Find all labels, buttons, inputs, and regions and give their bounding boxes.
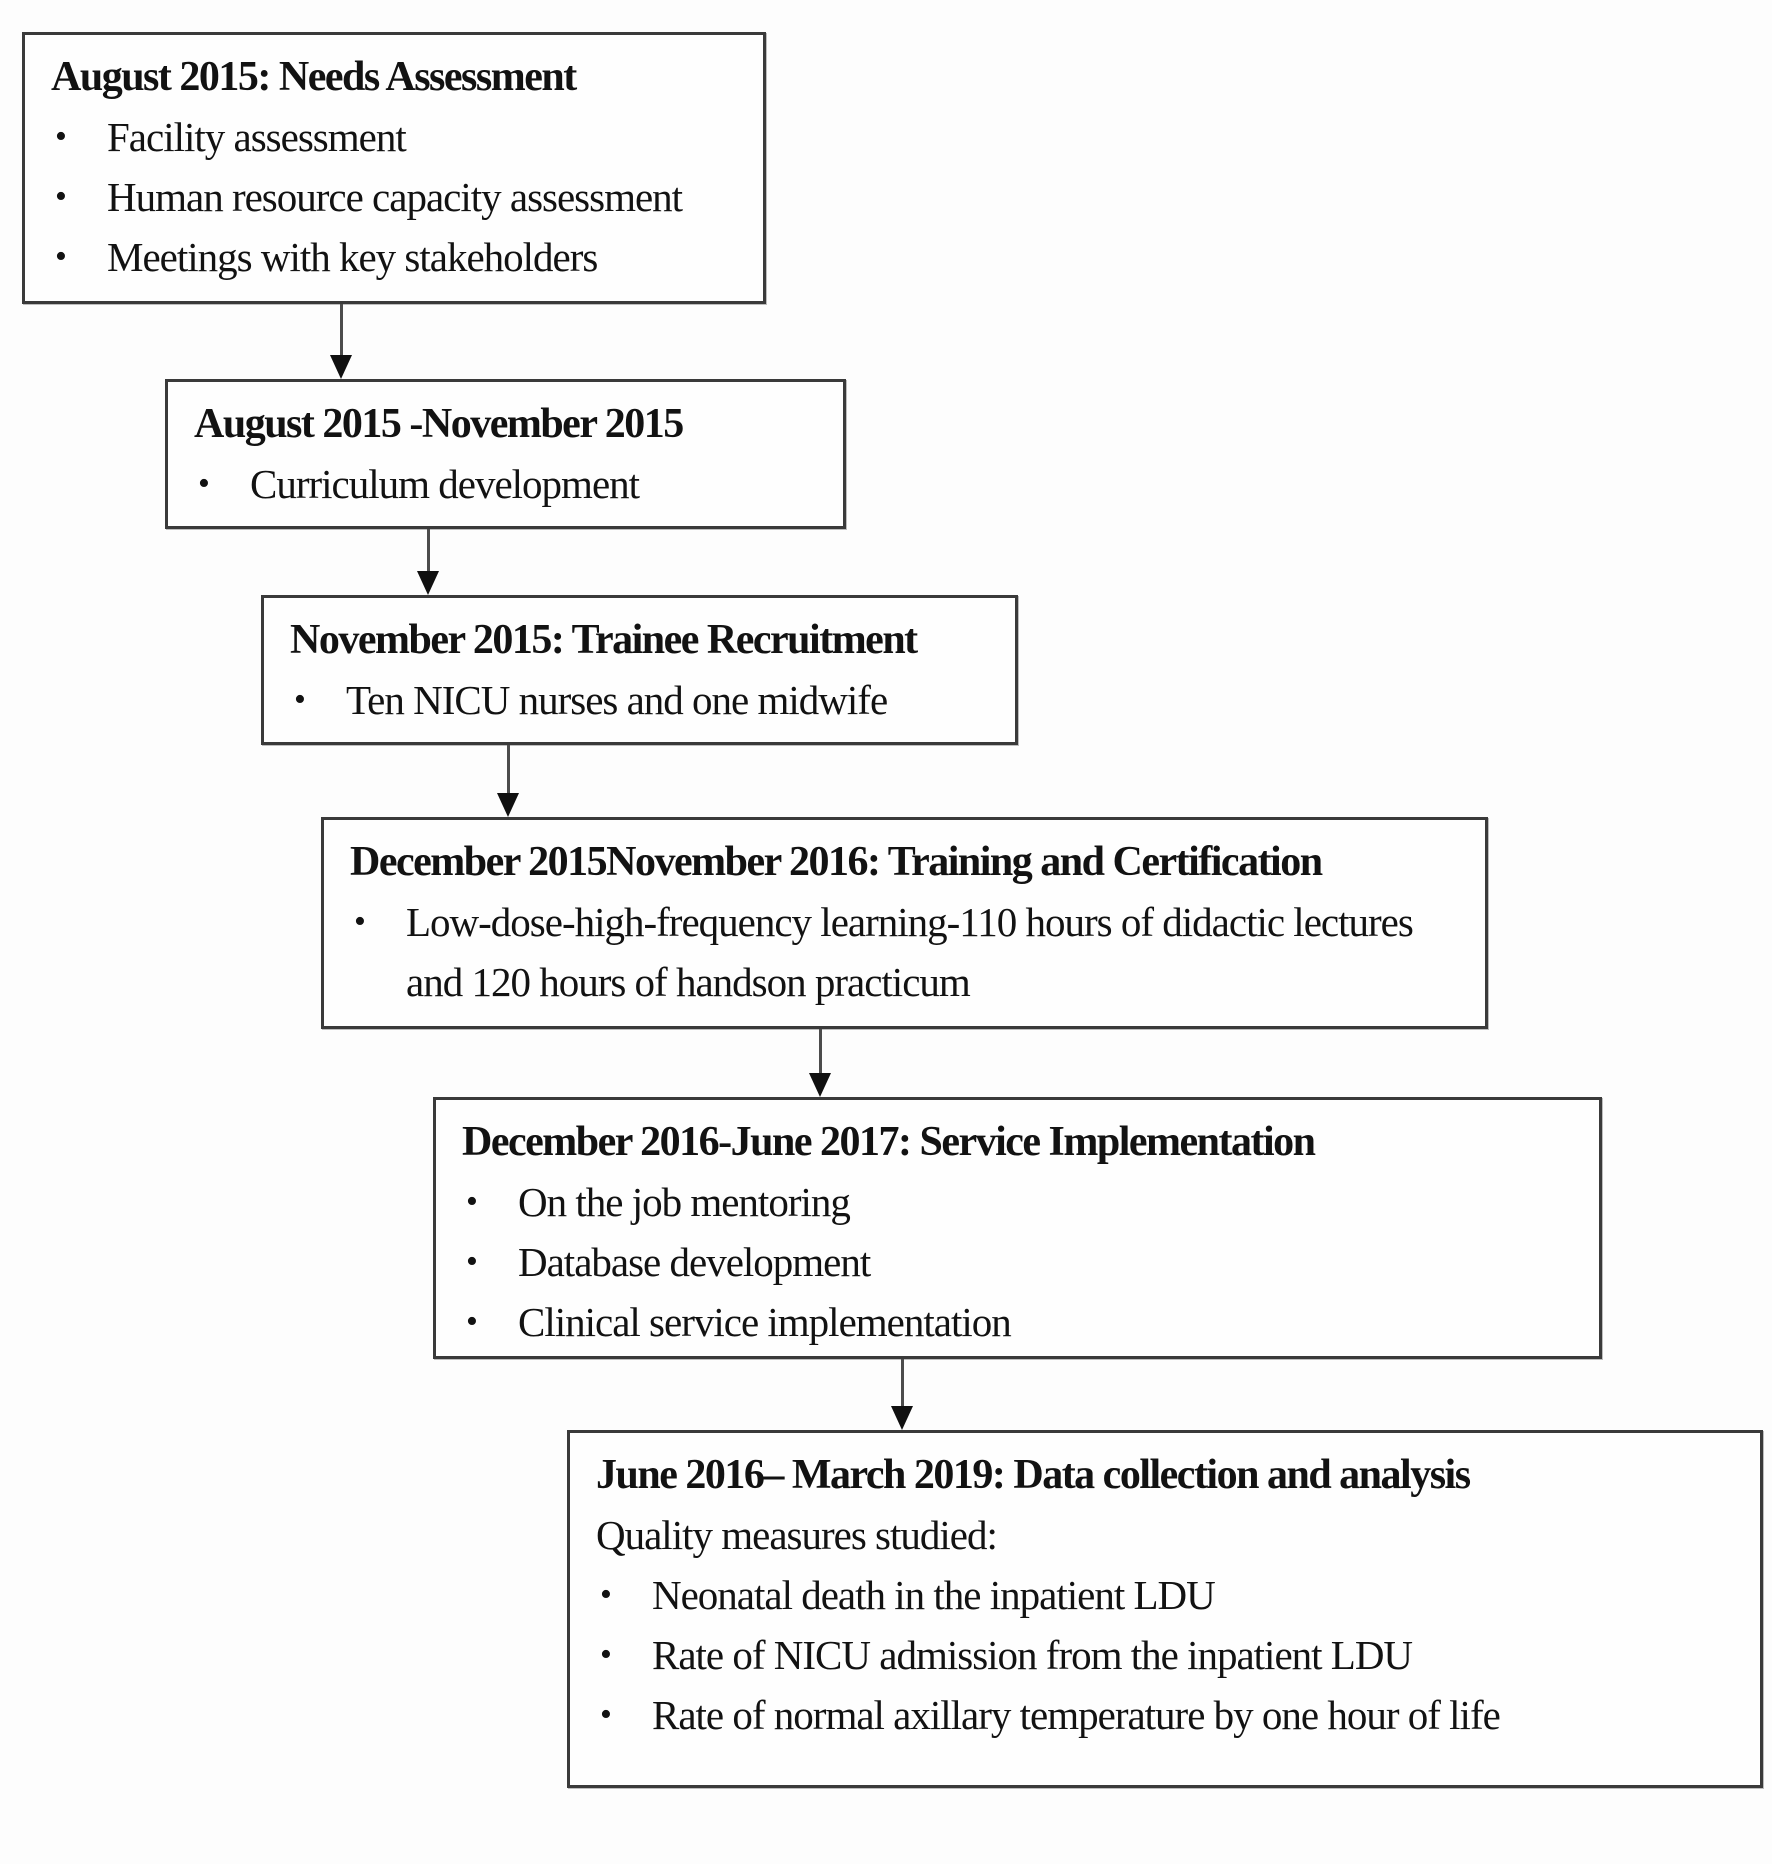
box-service-implementation: December 2016-June 2017: Service Impleme… — [433, 1097, 1602, 1359]
down-arrow-icon — [497, 793, 519, 817]
bullet-item: • Rate of normal axillary temperature by… — [596, 1685, 1734, 1745]
box-title: December 2015November 2016: Training and… — [350, 839, 1323, 885]
bullet-item: • On the job mentoring — [462, 1172, 1573, 1232]
box-title: August 2015: Needs Assessment — [51, 54, 577, 100]
bullet-text: Curriculum development — [250, 461, 640, 507]
bullet-text: Ten NICU nurses and one midwife — [346, 677, 888, 723]
box-training-certification: December 2015November 2016: Training and… — [321, 817, 1488, 1029]
bullet-icon: • — [600, 1636, 612, 1673]
box-title: December 2016-June 2017: Service Impleme… — [462, 1119, 1316, 1165]
bullet-text: Meetings with key stakeholders — [107, 234, 598, 280]
bullet-item: • Ten NICU nurses and one midwife — [290, 670, 989, 730]
arrow-line — [900, 1359, 904, 1406]
bullet-icon: • — [600, 1576, 612, 1613]
bullet-icon: • — [600, 1696, 612, 1733]
bullet-text: Database development — [518, 1239, 871, 1285]
box-curriculum-development: August 2015 -November 2015 • Curriculum … — [165, 379, 846, 529]
bullet-icon: • — [354, 903, 366, 940]
bullet-item: • Clinical service implementation — [462, 1292, 1573, 1352]
bullet-text: On the job mentoring — [518, 1179, 851, 1225]
box-needs-assessment: August 2015: Needs Assessment • Facility… — [22, 32, 766, 304]
bullet-text: Rate of normal axillary temperature by o… — [652, 1692, 1501, 1738]
arrow-line — [339, 304, 343, 355]
bullet-item: • Curriculum development — [194, 454, 817, 514]
bullet-text: Rate of NICU admission from the inpatien… — [652, 1632, 1413, 1678]
box-title: June 2016– March 2019: Data collection a… — [596, 1452, 1471, 1498]
box-title: November 2015: Trainee Recruitment — [290, 617, 918, 663]
bullet-icon: • — [294, 681, 306, 718]
down-arrow-icon — [330, 355, 352, 379]
bullet-icon: • — [55, 118, 67, 155]
arrow-line — [506, 745, 510, 793]
bullet-icon: • — [466, 1243, 478, 1280]
bullet-item: • Meetings with key stakeholders — [51, 227, 737, 287]
bullet-item: • Human resource capacity assessment — [51, 167, 737, 227]
bullet-text: Low-dose-high-frequency learning-110 hou… — [406, 899, 1414, 1005]
arrow-connector — [497, 745, 519, 817]
bullet-text: Neonatal death in the inpatient LDU — [652, 1572, 1216, 1618]
arrow-line — [818, 1029, 822, 1073]
arrow-connector — [891, 1359, 913, 1430]
bullet-icon: • — [198, 465, 210, 502]
box-trainee-recruitment: November 2015: Trainee Recruitment • Ten… — [261, 595, 1018, 745]
bullet-item: • Database development — [462, 1232, 1573, 1292]
arrow-connector — [809, 1029, 831, 1097]
bullet-item: • Low-dose-high-frequency learning-110 h… — [350, 892, 1459, 1012]
bullet-text: Human resource capacity assessment — [107, 174, 683, 220]
bullet-icon: • — [55, 238, 67, 275]
arrow-line — [426, 529, 430, 571]
arrow-connector — [417, 529, 439, 595]
bullet-icon: • — [55, 178, 67, 215]
bullet-text: Facility assessment — [107, 114, 407, 160]
bullet-text: Clinical service implementation — [518, 1299, 1012, 1345]
box-title: August 2015 -November 2015 — [194, 401, 684, 447]
down-arrow-icon — [809, 1073, 831, 1097]
box-data-collection-analysis: June 2016– March 2019: Data collection a… — [567, 1430, 1763, 1788]
bullet-item: • Neonatal death in the inpatient LDU — [596, 1565, 1734, 1625]
bullet-icon: • — [466, 1303, 478, 1340]
box-subtitle: Quality measures studied: — [596, 1512, 998, 1558]
bullet-item: • Facility assessment — [51, 107, 737, 167]
down-arrow-icon — [417, 571, 439, 595]
bullet-item: • Rate of NICU admission from the inpati… — [596, 1625, 1734, 1685]
arrow-connector — [330, 304, 352, 379]
bullet-icon: • — [466, 1183, 478, 1220]
down-arrow-icon — [891, 1406, 913, 1430]
